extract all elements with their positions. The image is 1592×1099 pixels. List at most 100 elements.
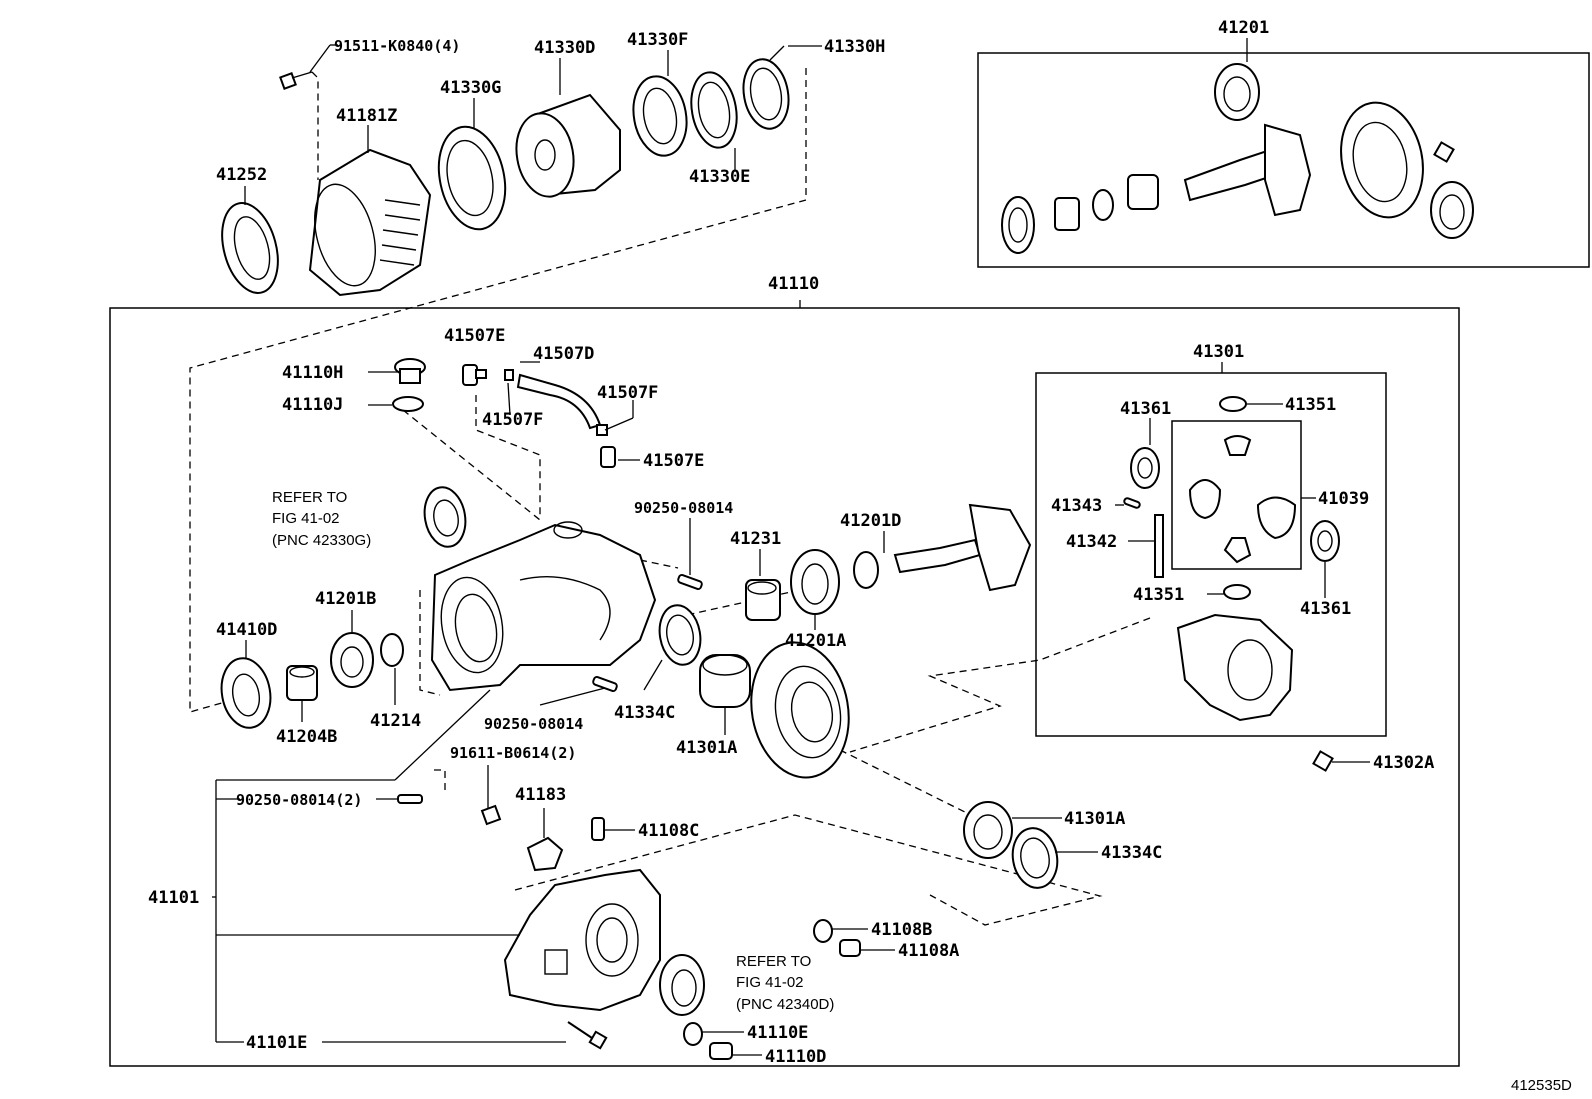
label-41108B: 41108B <box>871 920 932 940</box>
bearing-41330F <box>632 75 688 157</box>
label-41110D: 41110D <box>765 1047 826 1067</box>
box-41110 <box>109 307 1460 1067</box>
plug-41110D <box>709 1042 733 1060</box>
label-91511: 91511-K0840(4) <box>334 37 460 55</box>
label-41334C-bot: 41334C <box>1101 843 1162 863</box>
union-41507E-mid <box>600 446 616 468</box>
label-41507E-mid: 41507E <box>643 451 704 471</box>
gasket-41108B <box>813 919 833 943</box>
label-41351-bot: 41351 <box>1133 585 1184 605</box>
label-41201B: 41201B <box>315 589 376 609</box>
label-41181Z: 41181Z <box>336 106 397 126</box>
bolt-91611 <box>480 804 502 826</box>
label-41110J: 41110J <box>282 395 343 415</box>
label-41507F-right: 41507F <box>597 383 658 403</box>
label-90250-a: 90250-08014 <box>634 499 733 517</box>
label-41301A-bot: 41301A <box>1064 809 1125 829</box>
box-41301 <box>1035 372 1387 737</box>
bolt-41302A <box>1312 750 1334 772</box>
case-41181Z <box>308 148 432 297</box>
clip-41507F-right <box>596 424 608 436</box>
seal-41410D <box>220 657 272 729</box>
label-41343: 41343 <box>1051 496 1102 516</box>
pin-90250-c <box>397 794 423 804</box>
label-41302A: 41302A <box>1373 753 1434 773</box>
label-41330G: 41330G <box>440 78 501 98</box>
cover-41101 <box>503 868 661 1012</box>
ring-41330H <box>742 58 790 130</box>
washer-41361-top <box>1130 447 1160 489</box>
pin-90250-b <box>592 675 618 693</box>
label-90250-b: 90250-08014 <box>484 715 583 733</box>
pinion-gear <box>893 503 1032 592</box>
washer-41351-top <box>1219 396 1247 412</box>
collar-41204B <box>286 665 318 701</box>
spacer-41214 <box>380 633 404 667</box>
label-41201D: 41201D <box>840 511 901 531</box>
race-41334C-bot <box>1011 827 1059 889</box>
label-41252: 41252 <box>216 165 267 185</box>
label-41330F: 41330F <box>627 30 688 50</box>
label-41507F-left: 41507F <box>482 410 543 430</box>
housing-41110 <box>430 521 657 692</box>
label-41361-bot: 41361 <box>1300 599 1351 619</box>
plug-41108A <box>839 939 861 957</box>
label-41108C: 41108C <box>638 821 699 841</box>
drum-41330D <box>515 93 621 198</box>
seal-ref-42340D <box>659 954 705 1016</box>
label-41183: 41183 <box>515 785 566 805</box>
leader-lines <box>212 38 1370 1056</box>
label-41039: 41039 <box>1318 489 1369 509</box>
bearing-41231 <box>745 579 781 621</box>
label-41351-top: 41351 <box>1285 395 1336 415</box>
box-41201 <box>977 52 1590 268</box>
bolt-41101E <box>567 1021 608 1050</box>
guide-bolt <box>311 71 319 180</box>
plate-41183 <box>526 836 564 872</box>
race-41334C-top <box>658 604 702 666</box>
pin-90250-a <box>677 573 703 591</box>
label-41410D: 41410D <box>216 620 277 640</box>
washer-41351-bot <box>1223 584 1251 600</box>
washer-41201D <box>853 551 879 589</box>
bearing-41330G <box>437 125 507 231</box>
label-41110E: 41110E <box>747 1023 808 1043</box>
label-41301A-top: 41301A <box>676 738 737 758</box>
guide-pin-a <box>639 559 679 569</box>
label-41330E: 41330E <box>689 167 750 187</box>
label-90250-c: 90250-08014(2) <box>236 791 362 809</box>
pinion-set-41201 <box>1001 63 1474 254</box>
guide-cover <box>514 814 1103 926</box>
refer-note-1-line2: FIG 41-02 <box>272 510 340 527</box>
label-41342: 41342 <box>1066 532 1117 552</box>
guide-case <box>189 68 807 713</box>
guide-shaft <box>419 590 441 696</box>
ring-gear <box>750 641 850 779</box>
bearing-41201B <box>330 632 374 688</box>
label-41507E-top: 41507E <box>444 326 505 346</box>
label-41507D: 41507D <box>533 344 594 364</box>
refer-note-1-line3: (PNC 42330G) <box>272 532 371 549</box>
guide-bearing <box>839 749 986 823</box>
clip-41507F-left <box>504 369 514 381</box>
seal-ref-42330G <box>423 486 467 548</box>
label-41110: 41110 <box>768 274 819 294</box>
label-91611: 91611-B0614(2) <box>450 744 576 762</box>
refer-note-2-line2: FIG 41-02 <box>736 974 804 991</box>
diff-case <box>1176 613 1294 722</box>
guide-pin-c <box>430 769 446 790</box>
label-41108A: 41108A <box>898 941 959 961</box>
label-41301: 41301 <box>1193 342 1244 362</box>
guide-breather <box>475 395 541 515</box>
box-41039 <box>1171 420 1302 570</box>
bearing-41201A <box>790 549 840 615</box>
guide-plug <box>402 409 541 521</box>
diagram-ref-code: 412535D <box>1511 1077 1572 1094</box>
plug-41108C <box>591 817 605 841</box>
label-41231: 41231 <box>730 529 781 549</box>
label-41330D: 41330D <box>534 38 595 58</box>
ring-41330E <box>690 71 738 149</box>
refer-note-1-line1: REFER TO <box>272 489 347 506</box>
washer-41361-bot <box>1310 520 1340 562</box>
